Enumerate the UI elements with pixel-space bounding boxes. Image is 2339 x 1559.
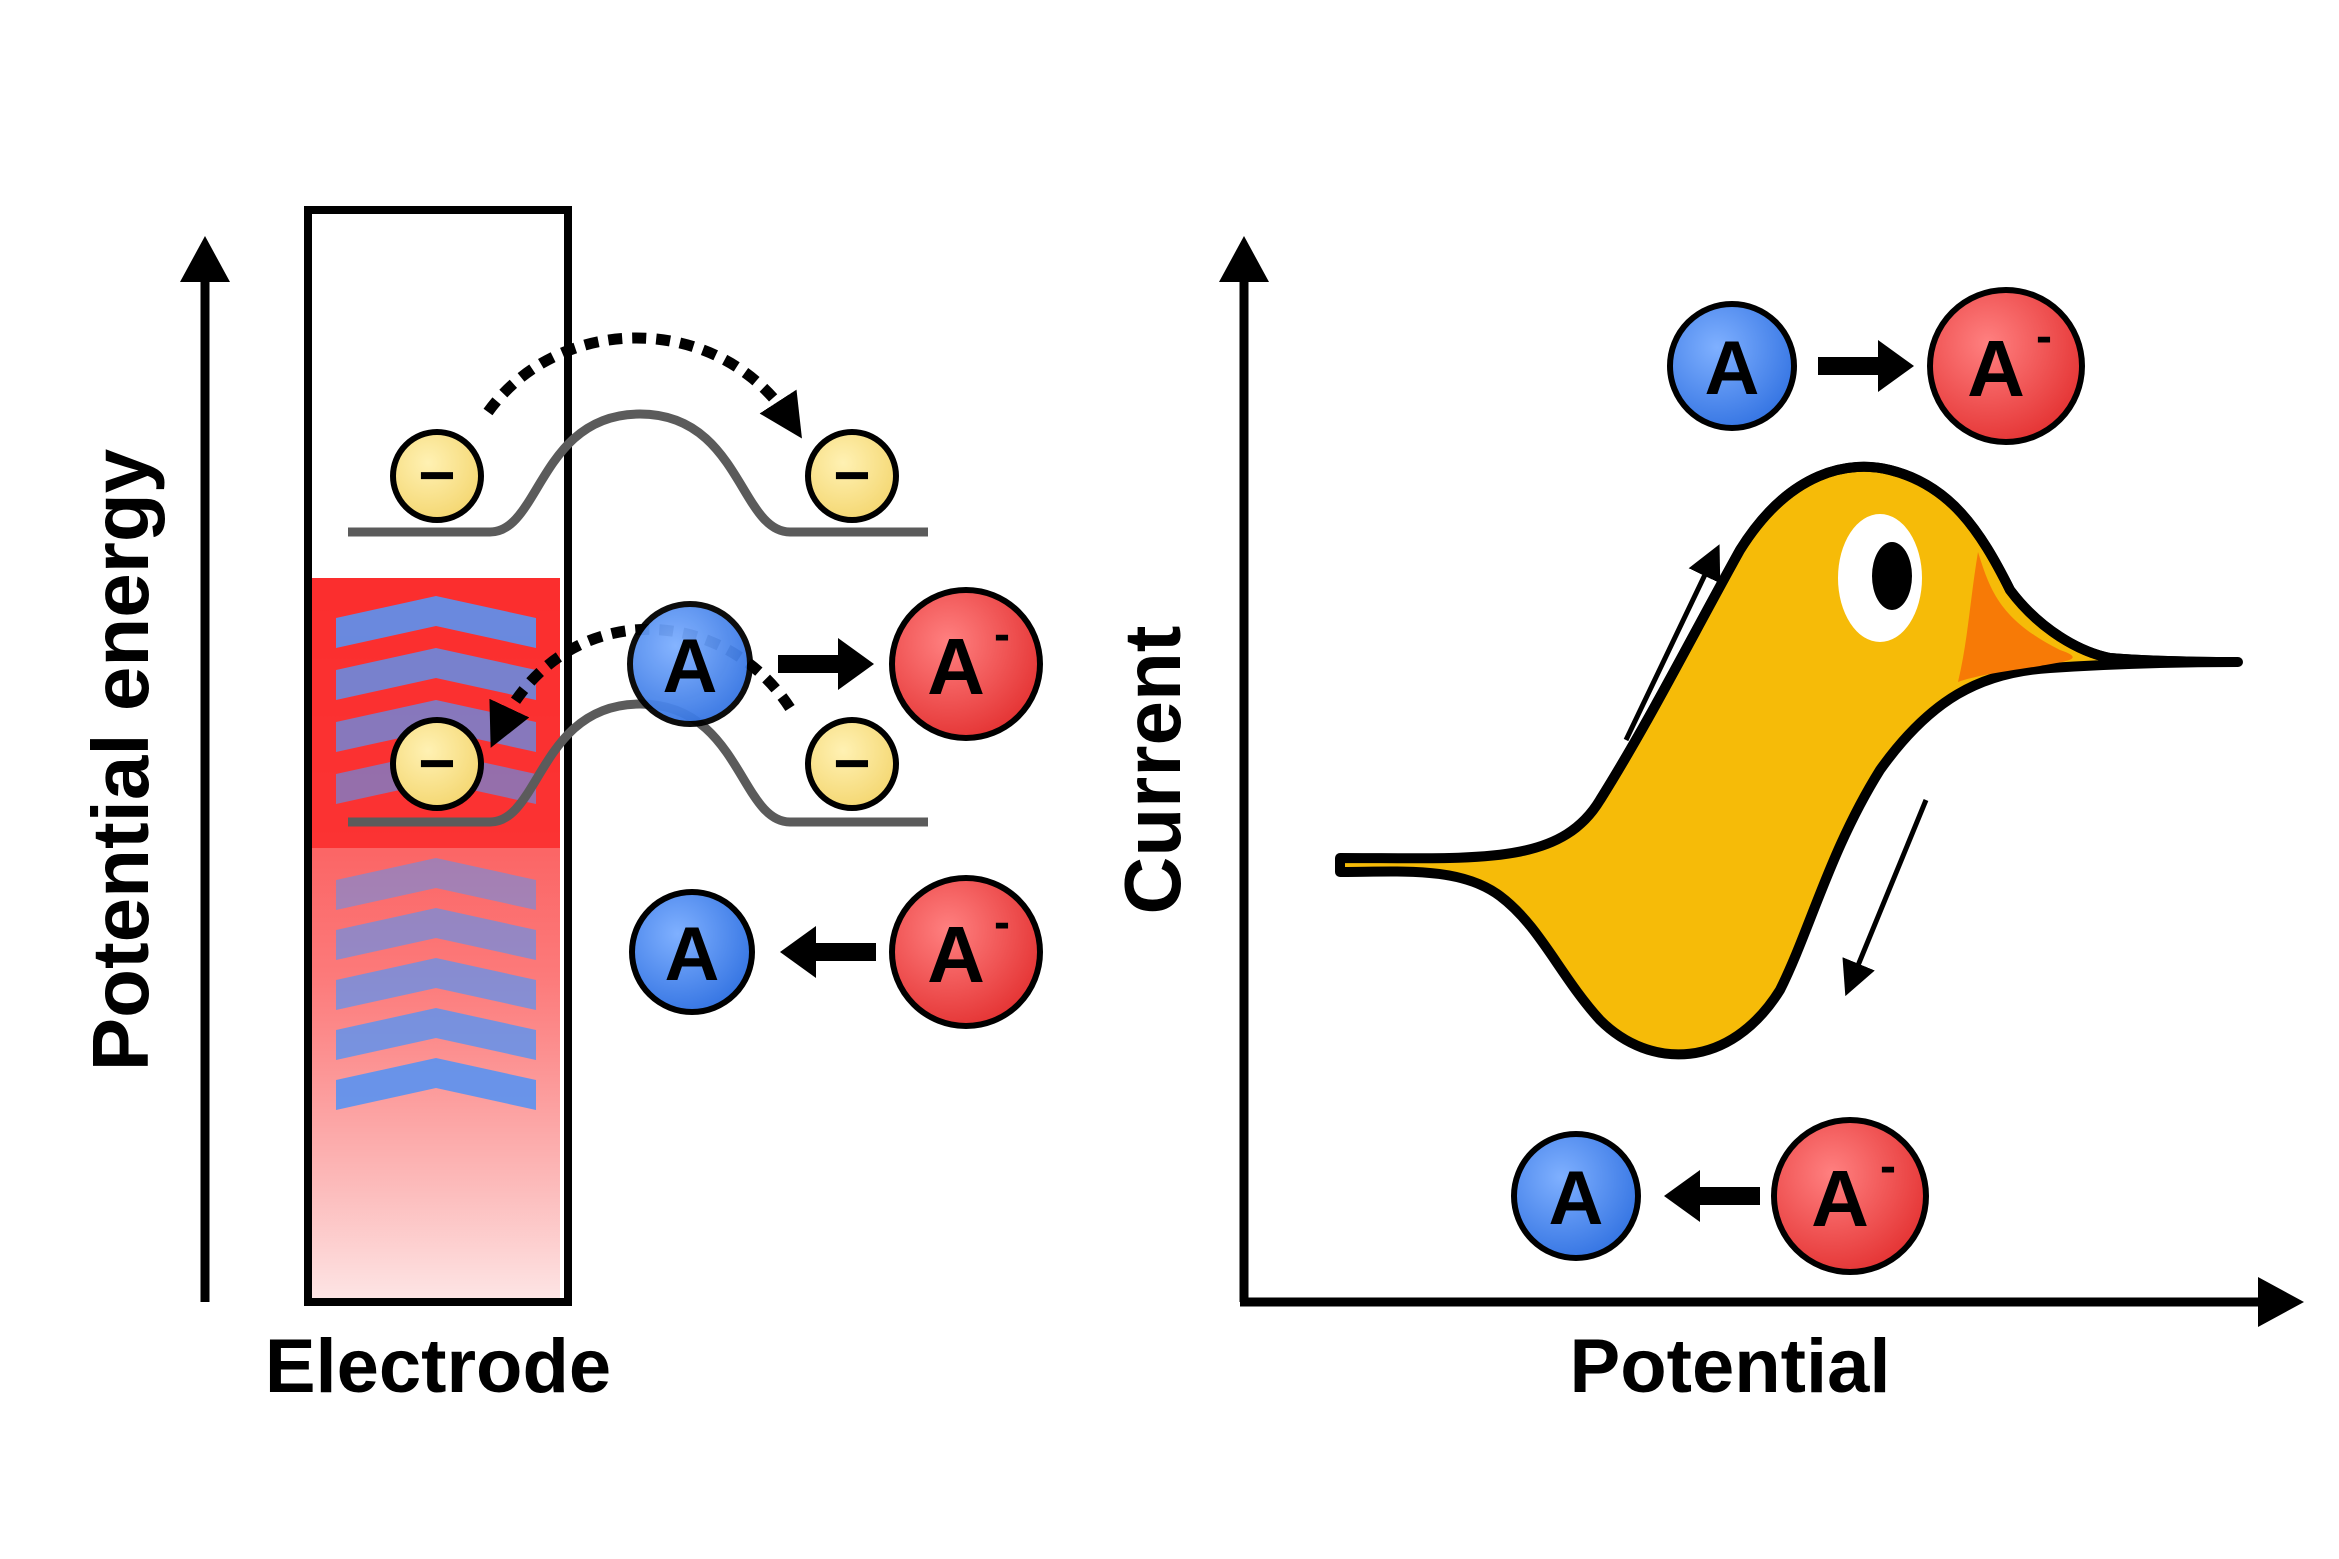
chevron-8 xyxy=(336,1008,536,1060)
electron-transfer-arrow-top xyxy=(483,332,802,439)
potential-energy-axis-label: Potential energy xyxy=(76,448,165,1071)
chevron-1 xyxy=(336,596,536,648)
reaction-bottom-neutral: A xyxy=(629,889,755,1015)
electron-lower-left: − xyxy=(390,717,484,811)
chevron-6 xyxy=(336,908,536,960)
electrode-chevrons xyxy=(336,596,536,1110)
reaction-middle-reduced: A - xyxy=(889,587,1043,741)
electron-upper-left: − xyxy=(390,429,484,523)
cv-top-reduced: A - xyxy=(1927,287,2085,445)
potential-energy-axis-arrowhead xyxy=(180,236,230,282)
reaction-middle-arrowhead xyxy=(838,638,874,690)
reaction-bottom-arrowhead xyxy=(780,926,816,978)
left-panel: Potential energy Electrode xyxy=(76,206,1043,1409)
species-label: A xyxy=(1811,1154,1869,1243)
species-label: A xyxy=(1705,326,1760,411)
species-label: A xyxy=(1967,324,2025,413)
right-panel: Current Potential A A - A xyxy=(1108,236,2304,1409)
potential-axis-arrowhead xyxy=(2258,1277,2304,1327)
bird-outline-top xyxy=(1595,461,2239,803)
electrode-label: Electrode xyxy=(265,1324,611,1409)
species-label: A xyxy=(927,910,985,999)
reaction-bottom-reduced: A - xyxy=(889,875,1043,1029)
chevron-7 xyxy=(336,958,536,1010)
cv-top-arrowhead xyxy=(1878,340,1914,392)
electron-sign: − xyxy=(833,727,870,799)
cv-bottom-arrowhead xyxy=(1664,1170,1700,1222)
electron-upper-right: − xyxy=(805,429,899,523)
chevron-5 xyxy=(336,858,536,910)
electron-sign: − xyxy=(833,439,870,511)
reverse-sweep-arrow xyxy=(1842,799,1929,997)
bird-body xyxy=(1335,461,2243,1060)
bird-beak xyxy=(1958,552,2073,682)
current-axis-label: Current xyxy=(1108,626,1197,915)
species-label: A xyxy=(663,624,718,709)
chevron-9 xyxy=(336,1058,536,1110)
species-charge: - xyxy=(2036,310,2052,363)
forward-sweep-arrow xyxy=(1623,544,1721,742)
species-label: A xyxy=(1549,1156,1604,1241)
cv-bottom-reduced: A - xyxy=(1771,1117,1929,1275)
species-label: A xyxy=(665,912,720,997)
electrode xyxy=(304,206,572,1306)
lower-energy-barrier xyxy=(348,699,928,827)
electron-lower-right: − xyxy=(805,717,899,811)
electrode-outline xyxy=(304,206,572,1306)
species-charge: - xyxy=(1880,1140,1896,1193)
cv-bottom-neutral: A xyxy=(1511,1131,1641,1261)
voltammogram-bird xyxy=(1335,461,2243,1060)
potential-axis-label: Potential xyxy=(1570,1324,1891,1409)
electron-sign: − xyxy=(418,727,455,799)
upper-energy-barrier xyxy=(348,409,928,537)
current-axis-arrowhead xyxy=(1219,236,1269,282)
reaction-middle-neutral: A xyxy=(627,601,753,727)
species-charge: - xyxy=(994,608,1010,661)
chevron-2 xyxy=(336,648,536,700)
electron-sign: − xyxy=(418,439,455,511)
cv-top-neutral: A xyxy=(1667,301,1797,431)
species-label: A xyxy=(927,622,985,711)
bird-eye-pupil xyxy=(1872,542,1912,610)
species-charge: - xyxy=(994,896,1010,949)
